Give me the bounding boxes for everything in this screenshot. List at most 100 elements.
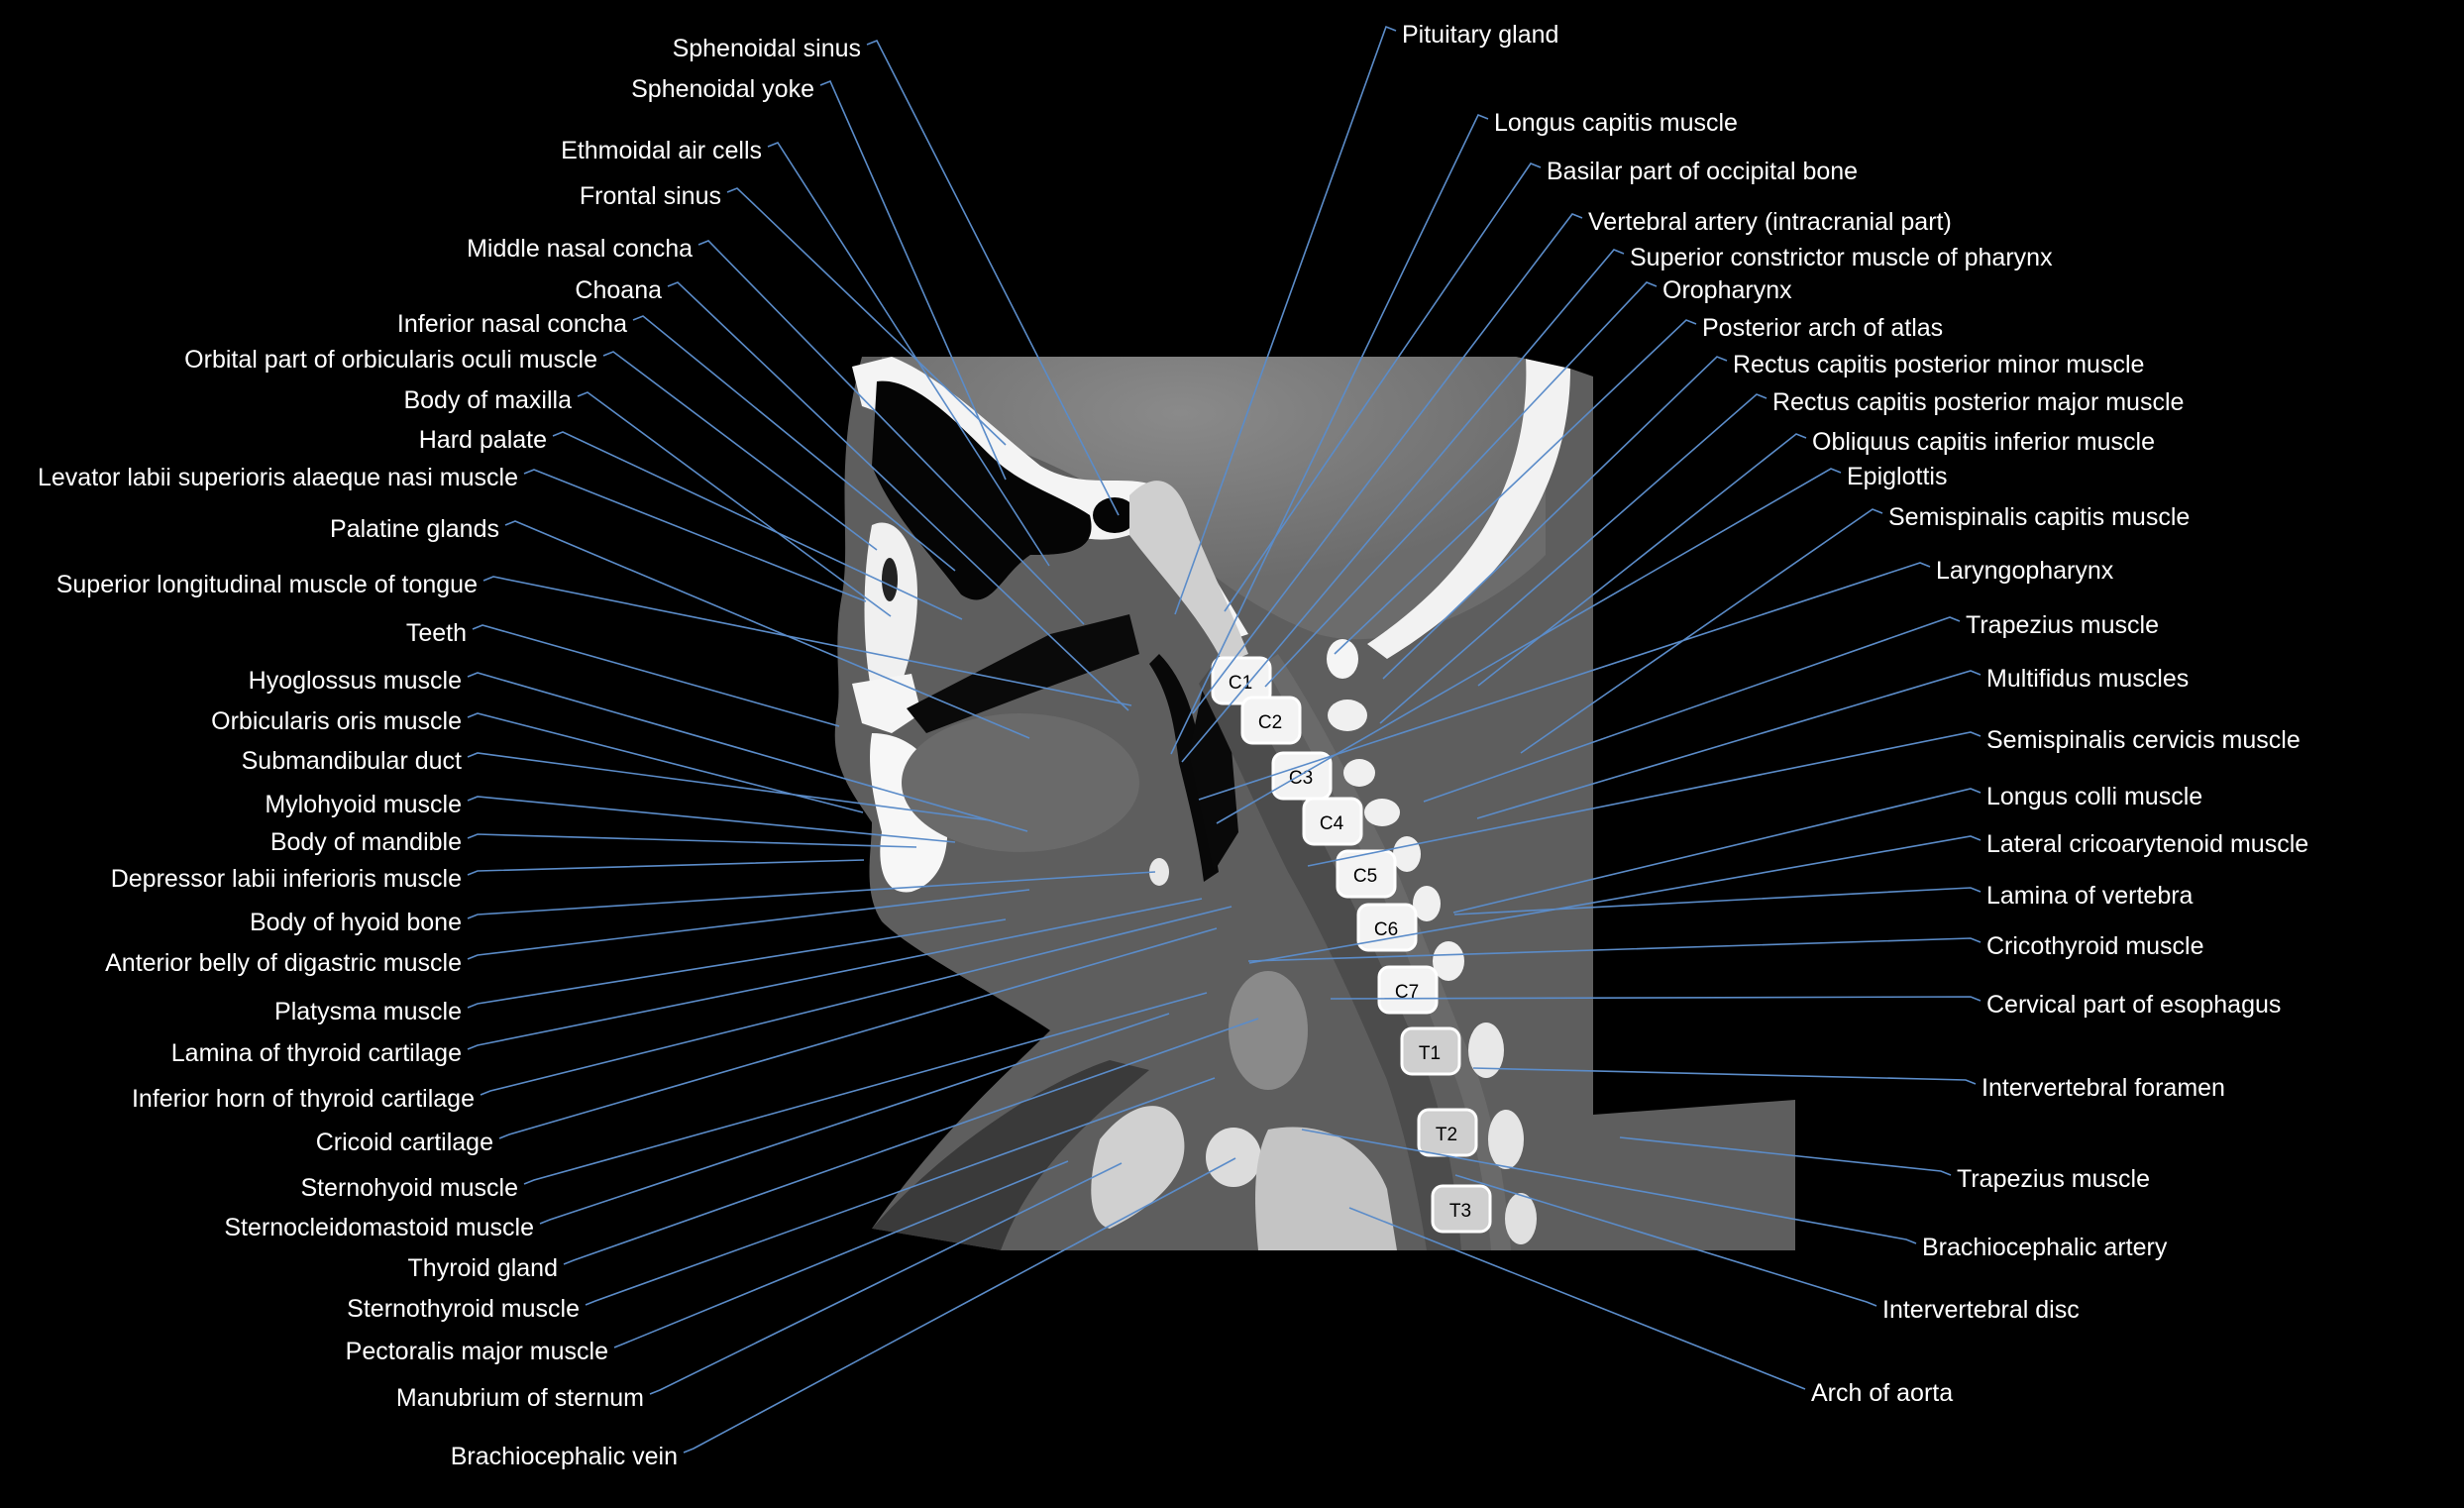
leader-line (726, 187, 1007, 446)
label-longus-capitis-muscle: Longus capitis muscle (1494, 109, 1738, 137)
label-sternocleidomastoid-muscle: Sternocleidomastoid muscle (224, 1214, 534, 1241)
leader-line (585, 1077, 1216, 1306)
label-arch-of-aorta: Arch of aorta (1811, 1379, 1953, 1407)
label-levator-labii-superioris-alaeque-nasi-muscle: Levator labii superioris alaeque nasi mu… (38, 464, 518, 491)
leader-line (1334, 319, 1697, 655)
label-ethmoidal-air-cells: Ethmoidal air cells (561, 137, 762, 164)
label-posterior-arch-of-atlas: Posterior arch of atlas (1702, 314, 1943, 342)
label-sternohyoid-muscle: Sternohyoid muscle (300, 1174, 518, 1202)
leader-line (1348, 1207, 1806, 1390)
leader-line (467, 871, 1156, 919)
leader-line (697, 240, 1085, 625)
label-thyroid-gland: Thyroid gland (408, 1254, 558, 1282)
leader-line (1452, 788, 1982, 914)
leader-line (467, 918, 1007, 1009)
leader-line (1520, 508, 1883, 754)
label-manubrium-of-sternum: Manubrium of sternum (396, 1384, 644, 1412)
vertebra-c3: C3 (1271, 751, 1333, 801)
label-orbicularis-oris-muscle: Orbicularis oris muscle (211, 707, 462, 735)
leader-line (1423, 616, 1961, 803)
label-semispinalis-capitis-muscle: Semispinalis capitis muscle (1888, 503, 2190, 531)
label-cricoid-cartilage: Cricoid cartilage (316, 1129, 493, 1156)
label-laryngopharynx: Laryngopharynx (1936, 557, 2114, 585)
leader-line (1454, 1174, 1877, 1307)
vertebra-label: T2 (1436, 1125, 1457, 1145)
leader-line (1247, 937, 1982, 962)
leader-line (1216, 468, 1842, 824)
leader-line (1477, 433, 1807, 687)
label-cervical-part-of-esophagus: Cervical part of esophagus (1986, 991, 2281, 1019)
vertebra-c6: C6 (1356, 903, 1418, 952)
leader-line (523, 469, 867, 602)
leader-line (866, 39, 1120, 516)
leader-line (602, 351, 878, 551)
label-basilar-part-of-occipital-bone: Basilar part of occipital bone (1547, 158, 1858, 185)
label-cricothyroid-muscle: Cricothyroid muscle (1986, 932, 2204, 960)
leader-line (1453, 887, 1982, 916)
vertebra-label: T1 (1419, 1043, 1441, 1064)
label-brachiocephalic-artery: Brachiocephalic artery (1922, 1234, 2168, 1261)
label-hyoglossus-muscle: Hyoglossus muscle (249, 667, 462, 695)
vertebra-label: T3 (1449, 1201, 1471, 1222)
leader-line (767, 142, 1050, 567)
leader-line (819, 79, 1007, 481)
leader-line (1174, 25, 1397, 615)
label-mylohyoid-muscle: Mylohyoid muscle (265, 791, 462, 818)
leader-line (1330, 996, 1982, 1002)
label-lamina-of-thyroid-cartilage: Lamina of thyroid cartilage (171, 1039, 462, 1067)
label-submandibular-duct: Submandibular duct (242, 747, 462, 775)
label-body-of-hyoid-bone: Body of hyoid bone (250, 909, 462, 936)
label-superior-constrictor-muscle-of-pharynx: Superior constrictor muscle of pharynx (1630, 244, 2053, 271)
vertebra-t2: T2 (1417, 1108, 1478, 1157)
vertebra-label: C3 (1289, 768, 1313, 789)
label-sphenoidal-yoke: Sphenoidal yoke (631, 75, 814, 103)
label-lateral-cricoarytenoid-muscle: Lateral cricoarytenoid muscle (1986, 830, 2308, 858)
label-palatine-glands: Palatine glands (330, 515, 499, 543)
leader-line (498, 927, 1218, 1139)
leader-line (1224, 162, 1542, 612)
leader-line (1248, 835, 1982, 964)
label-intervertebral-disc: Intervertebral disc (1882, 1296, 2080, 1324)
leader-line (1472, 1067, 1977, 1085)
leader-line (1382, 356, 1728, 680)
label-body-of-maxilla: Body of maxilla (403, 386, 572, 414)
leader-line (467, 672, 1028, 832)
leader-line (480, 906, 1232, 1096)
leader-line (482, 576, 1132, 706)
label-platysma-muscle: Platysma muscle (274, 998, 462, 1025)
leader-line (577, 391, 892, 617)
label-epiglottis: Epiglottis (1847, 463, 1947, 490)
leader-line (632, 315, 956, 572)
leader-line (563, 1018, 1259, 1265)
leader-line (467, 859, 865, 876)
label-trapezius-muscle: Trapezius muscle (1957, 1165, 2150, 1193)
leader-line (1301, 1129, 1917, 1244)
leader-line (539, 1013, 1170, 1225)
leader-line (1307, 731, 1982, 867)
leader-line (1192, 213, 1583, 714)
vertebra-label: C5 (1353, 866, 1377, 887)
vertebra-c2: C2 (1240, 696, 1302, 745)
vertebra-c7: C7 (1377, 965, 1439, 1015)
vertebra-c5: C5 (1336, 849, 1397, 899)
label-frontal-sinus: Frontal sinus (580, 182, 721, 210)
label-trapezius-muscle: Trapezius muscle (1966, 611, 2159, 639)
leader-line (1264, 281, 1658, 688)
label-superior-longitudinal-muscle-of-tongue: Superior longitudinal muscle of tongue (56, 571, 478, 598)
vertebra-label: C4 (1320, 813, 1344, 834)
label-multifidus-muscles: Multifidus muscles (1986, 665, 2189, 693)
leader-line (683, 1157, 1236, 1454)
label-middle-nasal-concha: Middle nasal concha (467, 235, 693, 263)
vertebra-t1: T1 (1400, 1026, 1461, 1076)
leader-line (649, 1162, 1123, 1395)
leader-line (467, 889, 1030, 960)
leader-line (552, 431, 963, 620)
label-anterior-belly-of-digastric-muscle: Anterior belly of digastric muscle (105, 949, 462, 977)
vertebra-label: C7 (1395, 982, 1419, 1003)
vertebra-c4: C4 (1302, 797, 1363, 846)
label-body-of-mandible: Body of mandible (270, 828, 462, 856)
label-teeth: Teeth (406, 619, 467, 647)
leader-line (523, 992, 1208, 1185)
label-pectoralis-major-muscle: Pectoralis major muscle (346, 1338, 608, 1365)
